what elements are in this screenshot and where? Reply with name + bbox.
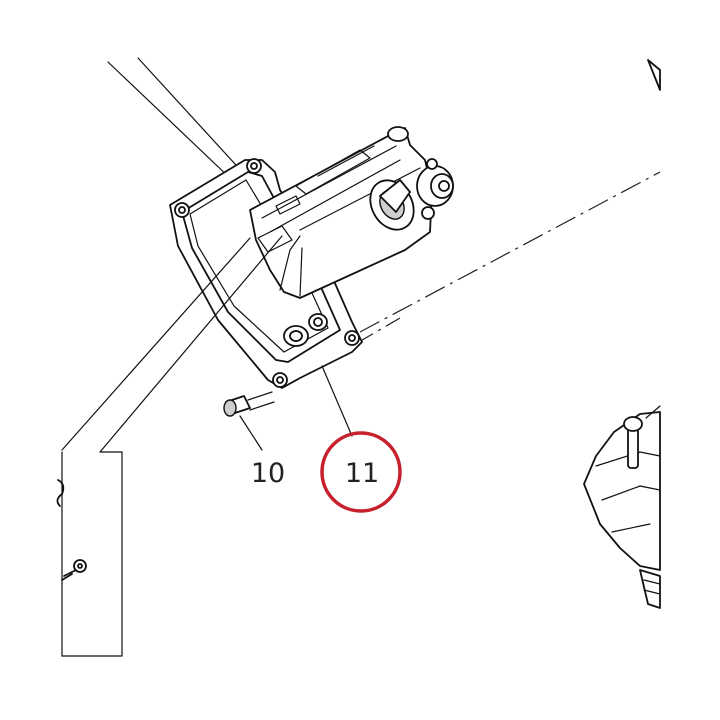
- partial-reservoir-right: [583, 405, 661, 609]
- gasket-plate-part-11[interactable]: [169, 158, 363, 389]
- inset-fastener-icon: [61, 559, 87, 581]
- highlight-circle: [320, 431, 402, 513]
- detail-inset-box: [56, 235, 283, 657]
- callout-label-10: 10: [251, 458, 285, 489]
- callout-label-11: 11: [345, 458, 379, 489]
- callout-leaders: [239, 365, 353, 451]
- bolt-part-10[interactable]: [223, 391, 275, 417]
- pump-body: [249, 126, 433, 299]
- top-leader-lines: [107, 57, 247, 181]
- inset-clip-icon: [56, 479, 65, 507]
- partial-part-top-right: [647, 59, 661, 91]
- valve-fittings: [369, 158, 454, 231]
